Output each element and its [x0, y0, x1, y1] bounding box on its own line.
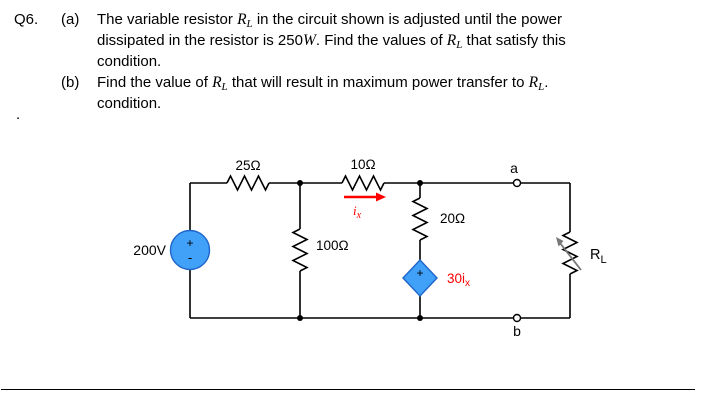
text-segment: R [212, 74, 222, 91]
text-segment: that will result in maximum power transf… [227, 74, 529, 91]
text-segment: . Find the values of [315, 32, 447, 49]
source-minus: - [188, 250, 192, 265]
dependent-source: + [402, 258, 438, 298]
junction-dot [297, 315, 303, 321]
resistor-10ohm [341, 174, 385, 192]
voltage-source: + - [169, 229, 211, 271]
text-segment: W [302, 32, 316, 49]
label-terminal-b: b [513, 323, 521, 339]
terminal-b [512, 313, 522, 323]
text-segment: 250 [277, 32, 303, 49]
resistor-25ohm [226, 174, 270, 192]
part-a-label: (a) [61, 11, 80, 28]
label-200v: 200V [133, 242, 166, 258]
text-segment: L [221, 81, 228, 93]
resistor-20ohm [411, 197, 429, 241]
part-b-line-2: condition. [97, 94, 161, 114]
source-plus: + [186, 236, 193, 250]
wire [189, 182, 571, 319]
label-100ohm: 100Ω [316, 238, 349, 253]
label-rl: RL [590, 247, 607, 266]
current-arrow [344, 192, 386, 202]
label-25ohm: 25Ω [235, 158, 260, 173]
part-a-line-1: The variable resistor RL in the circuit … [97, 10, 562, 34]
text-segment: . [544, 74, 549, 91]
question-number: Q6. [14, 11, 39, 28]
part-a-line-2: dissipated in the resistor is 250W. Find… [97, 31, 566, 55]
text-segment: L [538, 81, 545, 93]
text-segment: condition. [97, 53, 162, 70]
text-segment: R [237, 11, 247, 28]
dep-source-plus: + [416, 266, 423, 280]
text-segment: L [246, 18, 253, 30]
text-segment: that satisfy this [462, 32, 566, 49]
junction-dot [417, 180, 423, 186]
text-segment: dissipated in the resistor is [97, 32, 278, 49]
part-b-label: (b) [61, 74, 80, 91]
resistor-100ohm [291, 228, 309, 272]
label-ix: ix [353, 203, 362, 221]
part-b-line-1: Find the value of RL that will result in… [97, 73, 548, 97]
variable-arrow [556, 237, 582, 271]
junction-dot [417, 315, 423, 321]
part-a-line-3: condition. [97, 52, 161, 72]
text-segment: R [528, 74, 539, 91]
stray-period: . [16, 106, 21, 123]
label-30ix: 30ix [447, 271, 470, 289]
text-segment: Find the value of [97, 74, 213, 91]
text-segment: R [446, 32, 457, 49]
text-segment: The variable resistor [97, 11, 238, 28]
label-terminal-a: a [510, 160, 518, 176]
junction-dot [297, 180, 303, 186]
label-10ohm: 10Ω [350, 157, 375, 172]
text-segment: condition. [97, 95, 162, 112]
text-segment: in the circuit shown is adjusted until t… [252, 11, 562, 28]
label-20ohm: 20Ω [440, 211, 465, 226]
terminal-a [512, 178, 522, 188]
text-segment: L [456, 39, 463, 51]
bottom-divider [1, 389, 695, 390]
load-resistor [561, 231, 579, 275]
